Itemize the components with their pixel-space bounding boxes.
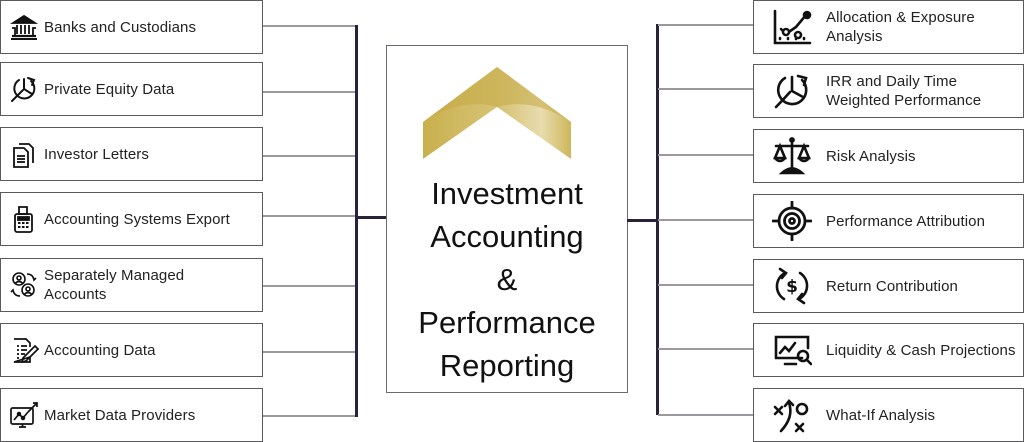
input-label: Banks and Custodians xyxy=(44,18,197,36)
output-label: Allocation & Exposure Analysis xyxy=(826,9,975,45)
balance-scale-icon xyxy=(772,136,812,176)
input-box-private-equity-data: Private Equity Data xyxy=(0,62,263,116)
connector-line xyxy=(658,348,753,350)
output-label: Risk Analysis xyxy=(826,147,916,165)
output-box-what-if: What-If Analysis xyxy=(753,388,1024,442)
input-box-accounting-systems-export: Accounting Systems Export xyxy=(0,192,263,246)
connector-line xyxy=(658,24,753,26)
input-box-market-data-providers: Market Data Providers xyxy=(0,388,263,442)
output-box-risk-analysis: Risk Analysis xyxy=(753,129,1024,183)
title-line: Accounting xyxy=(430,219,584,254)
dollar-cycle-icon: $ xyxy=(772,266,812,306)
output-box-irr-twr: IRR and Daily Time Weighted Performance xyxy=(753,64,1024,118)
calculator-printer-icon xyxy=(9,204,39,234)
bank-icon xyxy=(9,12,39,42)
connector-line xyxy=(263,215,357,217)
connector-line xyxy=(658,414,753,416)
connector-line xyxy=(263,25,357,27)
user-exchange-icon xyxy=(9,270,39,300)
output-box-performance-attribution: Performance Attribution xyxy=(753,194,1024,248)
connector-line xyxy=(263,285,357,287)
svg-text:$: $ xyxy=(786,277,798,297)
input-label: Accounting Systems Export xyxy=(44,210,230,228)
title-line: Reporting xyxy=(439,348,575,383)
monitor-chart-icon xyxy=(9,400,39,430)
center-hub: Investment Accounting & Performance Repo… xyxy=(386,45,628,393)
pie-chart-arrow-icon xyxy=(9,74,39,104)
strategy-play-icon xyxy=(772,395,812,435)
output-label: Return Contribution xyxy=(826,277,958,295)
title-line: Performance xyxy=(418,305,596,340)
input-box-separately-managed-accounts: Separately Managed Accounts xyxy=(0,258,263,312)
connector-line xyxy=(263,155,357,157)
connector-line xyxy=(658,88,753,90)
title-line: & xyxy=(496,262,518,297)
connector-line xyxy=(658,219,753,221)
output-label: Performance Attribution xyxy=(826,212,986,230)
output-label: Liquidity & Cash Projections xyxy=(826,341,1016,359)
input-box-banks-and-custodians: Banks and Custodians xyxy=(0,0,263,54)
output-box-allocation-exposure: Allocation & Exposure Analysis xyxy=(753,0,1024,54)
monitor-search-icon xyxy=(772,330,812,370)
gold-chevron-logo xyxy=(423,67,571,159)
input-label: Market Data Providers xyxy=(44,406,196,424)
documents-icon xyxy=(9,139,39,169)
center-title: Investment Accounting & Performance Repo… xyxy=(387,172,627,387)
output-label: IRR and Daily Time Weighted Performance xyxy=(826,73,982,109)
connector-line xyxy=(263,415,357,417)
input-box-accounting-data: Accounting Data xyxy=(0,323,263,377)
document-pencil-icon xyxy=(9,335,39,365)
right-junction xyxy=(627,219,658,222)
title-line: Investment xyxy=(431,176,583,211)
input-label: Accounting Data xyxy=(44,341,156,359)
connector-line xyxy=(263,351,357,353)
input-label: Investor Letters xyxy=(44,145,149,163)
input-label: Private Equity Data xyxy=(44,80,175,98)
connector-line xyxy=(658,284,753,286)
left-spine xyxy=(355,25,358,417)
pie-chart-arrow-icon xyxy=(772,71,812,111)
output-label: What-If Analysis xyxy=(826,406,936,424)
output-box-return-contribution: $ Return Contribution xyxy=(753,259,1024,313)
line-chart-icon xyxy=(772,7,812,47)
input-label: Separately Managed Accounts xyxy=(44,267,185,303)
left-junction xyxy=(356,216,387,219)
target-icon xyxy=(772,201,812,241)
output-box-liquidity-cash: Liquidity & Cash Projections xyxy=(753,323,1024,377)
input-box-investor-letters: Investor Letters xyxy=(0,127,263,181)
connector-line xyxy=(658,154,753,156)
connector-line xyxy=(263,91,357,93)
right-spine xyxy=(656,24,659,415)
